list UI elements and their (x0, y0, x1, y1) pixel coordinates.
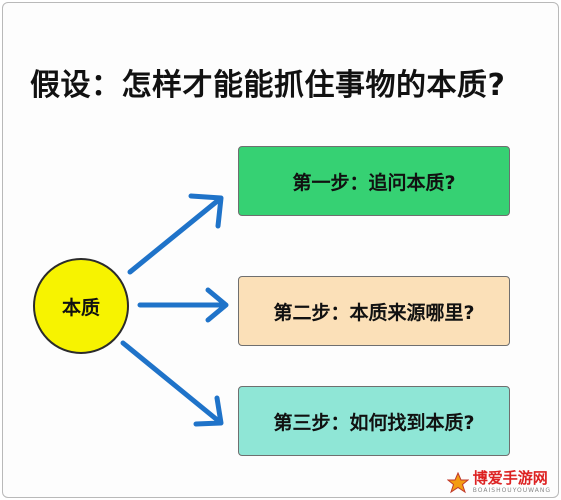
step-label-2: 第二步：本质来源哪里? (273, 301, 475, 324)
watermark: 博爱手游网 BOAISHOUYOUWANG (446, 469, 551, 494)
step-label-3: 第三步：如何找到本质? (273, 411, 475, 434)
step-box-3: 第三步：如何找到本质? (238, 386, 510, 456)
step-box-2: 第二步：本质来源哪里? (238, 276, 510, 346)
step-label-1: 第一步：追问本质? (292, 171, 456, 194)
diagram-title: 假设：怎样才能能抓住事物的本质? (30, 68, 506, 103)
step-box-1: 第一步：追问本质? (238, 146, 510, 216)
watermark-text: 博爱手游网 (472, 469, 548, 487)
watermark-logo-icon (446, 471, 469, 493)
center-node-label: 本质 (61, 296, 100, 319)
center-node: 本质 (33, 258, 129, 354)
watermark-subtext: BOAISHOUYOUWANG (472, 487, 551, 494)
